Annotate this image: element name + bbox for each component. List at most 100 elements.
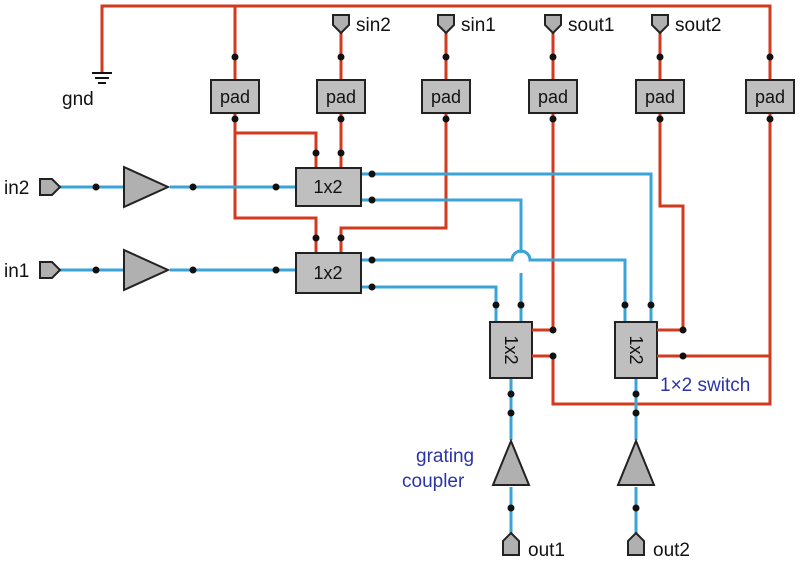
grating-coupler-label-line1: grating xyxy=(416,446,474,467)
port-in2: in2 xyxy=(4,178,62,199)
sw2-out1-waveguide xyxy=(361,249,627,322)
pad-label: pad xyxy=(645,87,675,107)
out1-label: out1 xyxy=(528,540,565,561)
in2-label: in2 xyxy=(4,178,29,199)
junction-dot xyxy=(549,352,557,360)
junction-dot xyxy=(189,183,197,191)
sout1-label: sout1 xyxy=(568,15,614,36)
junction-dot xyxy=(92,183,100,191)
junction-dot xyxy=(272,183,280,191)
sin1-label: sin1 xyxy=(461,15,496,36)
pin-icon xyxy=(437,14,455,35)
pad-1: pad xyxy=(210,79,260,114)
junction-dot xyxy=(679,352,687,360)
pad-label: pad xyxy=(755,87,785,107)
junction-dot xyxy=(272,266,280,274)
pin-icon xyxy=(39,261,62,279)
junction-dot xyxy=(312,234,320,242)
junction-dot xyxy=(442,115,450,123)
amplifier-triangle-icon xyxy=(123,248,171,292)
switch-3: 1x2 xyxy=(489,321,533,379)
pin-icon xyxy=(39,178,62,196)
switch-2: 1x2 xyxy=(295,252,362,294)
sw1-out1-waveguide xyxy=(361,172,653,322)
junction-dot xyxy=(656,53,664,61)
junction-dot xyxy=(647,301,655,309)
gnd-label: gnd xyxy=(62,89,94,110)
switch-label: 1x2 xyxy=(626,335,646,364)
junction-dot xyxy=(621,301,629,309)
pad-6: pad xyxy=(745,79,795,114)
switch-label: 1x2 xyxy=(313,177,342,197)
grating-coupler-icon xyxy=(616,438,656,486)
switch-label: 1x2 xyxy=(501,335,521,364)
junction-dot xyxy=(337,115,345,123)
sout2-to-sw4-wire xyxy=(658,113,685,330)
junction-dot xyxy=(337,53,345,61)
port-out2: out2 xyxy=(627,531,690,561)
junction-dot xyxy=(766,115,774,123)
gnd-to-sw3-wire xyxy=(551,356,772,406)
pin-icon xyxy=(502,531,520,556)
junction-dot xyxy=(231,53,239,61)
junction-dot xyxy=(517,301,525,309)
pin-icon xyxy=(651,14,669,35)
switch-annotation: 1×2 switch xyxy=(660,375,750,396)
junction-dot xyxy=(92,266,100,274)
junction-dot xyxy=(312,149,320,157)
sw1-out2-upper-waveguide xyxy=(361,198,523,253)
junction-dot xyxy=(549,326,557,334)
junction-dot xyxy=(632,390,640,398)
ground-icon xyxy=(92,72,112,84)
port-out1: out1 xyxy=(502,531,565,561)
pin-icon xyxy=(332,14,350,35)
gnd-to-sw1-wire xyxy=(233,113,318,168)
junction-dot xyxy=(549,115,557,123)
grating-coupler-icon xyxy=(491,438,531,486)
pad-4: pad xyxy=(528,79,578,114)
pin-sin1: sin1 xyxy=(437,14,496,36)
sw2-out2-waveguide xyxy=(361,285,498,322)
junction-dot xyxy=(442,53,450,61)
pin-icon xyxy=(627,531,645,556)
switch-4: 1x2 xyxy=(614,321,658,379)
port-in1: in1 xyxy=(4,261,62,282)
junction-dot xyxy=(507,390,515,398)
junction-dot xyxy=(679,326,687,334)
in1-label: in1 xyxy=(4,261,29,282)
junction-dot xyxy=(492,301,500,309)
junction-dot xyxy=(549,53,557,61)
switch-label: 1x2 xyxy=(313,263,342,283)
grating-coupler-label-line2: coupler xyxy=(402,471,465,492)
pad-2: pad xyxy=(316,79,366,114)
sout2-label: sout2 xyxy=(675,15,721,36)
pad-5: pad xyxy=(635,79,685,114)
junction-dots xyxy=(92,53,774,512)
pad-label: pad xyxy=(431,87,461,107)
junction-dot xyxy=(632,504,640,512)
junction-dot xyxy=(368,196,376,204)
junction-dot xyxy=(189,266,197,274)
amplifier-triangle-icon xyxy=(123,165,171,209)
switch-1: 1x2 xyxy=(295,167,362,207)
pad-3: pad xyxy=(421,79,471,114)
sin2-label: sin2 xyxy=(356,15,391,36)
pin-icon xyxy=(544,14,562,35)
junction-dot xyxy=(368,170,376,178)
sw4-electrode-stubs xyxy=(657,328,683,358)
out2-label: out2 xyxy=(653,540,690,561)
ground-bus-wire xyxy=(100,4,772,80)
pad-label: pad xyxy=(220,87,250,107)
pin-sin2: sin2 xyxy=(332,14,391,36)
junction-dot xyxy=(368,256,376,264)
pad-label: pad xyxy=(538,87,568,107)
pin-sout1: sout1 xyxy=(544,14,614,36)
junction-dot xyxy=(656,115,664,123)
sw3-electrode-stubs xyxy=(532,328,553,358)
gnd-to-sw4-wire xyxy=(683,113,772,358)
junction-dot xyxy=(632,409,640,417)
junction-dot xyxy=(766,53,774,61)
pad-label: pad xyxy=(326,87,356,107)
